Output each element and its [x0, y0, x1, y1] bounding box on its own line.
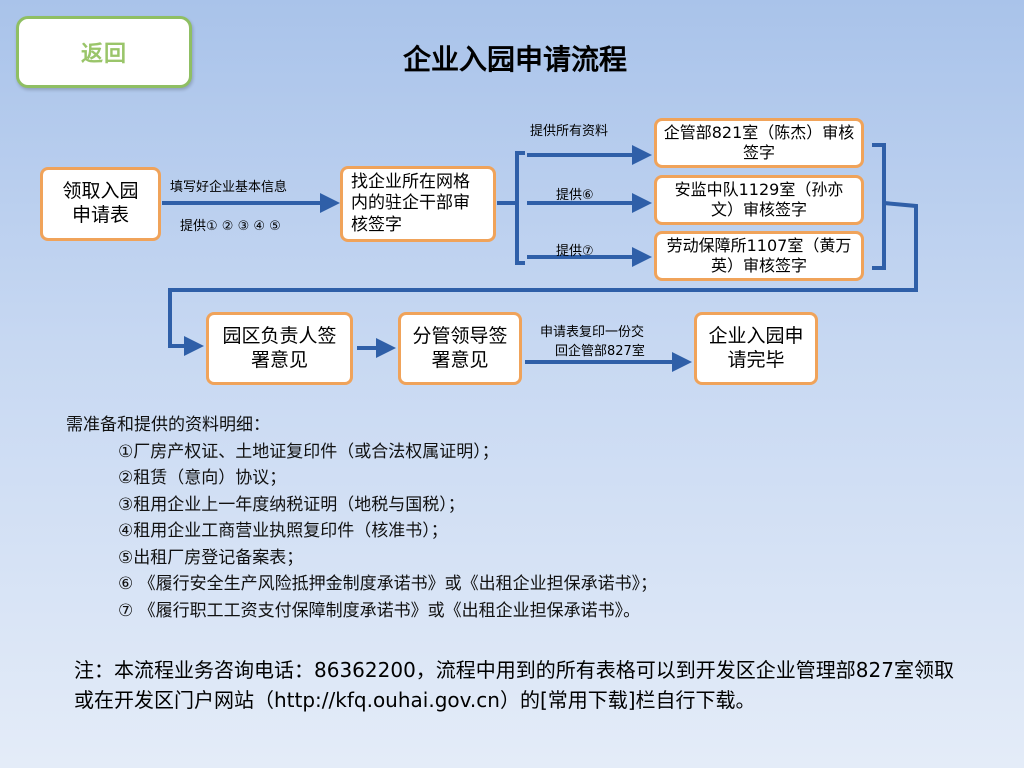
materials-notes: 需准备和提供的资料明细： ①厂房产权证、土地证复印件（或合法权属证明）； ②租赁…	[66, 412, 657, 624]
edge-label-fill-info: 填写好企业基本信息	[170, 180, 288, 195]
node-labor-office-label: 劳动保障所1107室（黄万英）审核签字	[666, 236, 852, 275]
node-get-form-label: 领取入园申请表	[62, 180, 139, 226]
node-deputy-leader-label: 分管领导签署意见	[412, 324, 508, 371]
node-mgmt-dept-label: 企管部821室（陈杰）审核签字	[663, 123, 855, 162]
edge-label-provide-all: 提供所有资料	[530, 124, 609, 139]
note-item: ②租赁（意向）协议；	[118, 468, 287, 488]
edge-label-provide-7: 提供⑦	[556, 244, 594, 259]
return-path	[168, 201, 918, 356]
page-title: 企业入园申请流程	[402, 43, 627, 76]
note-item: ⑦ 《履行职工工资支付保障制度承诺书》或《出租企业担保承诺书》。	[118, 600, 641, 621]
footer-note: 注：本流程业务咨询电话：86362200，流程中用到的所有表格可以到开发区企业管…	[74, 658, 954, 712]
right-bracket	[872, 143, 886, 270]
edge-label-copy-return-2: 回企管部827室	[555, 344, 645, 359]
node-resident-cadre-label: 找企业所在网格内的驻企干部审核签字	[351, 172, 470, 235]
node-safety-team: 安监中队1129室（孙亦文）审核签字	[654, 175, 864, 225]
node-resident-cadre: 找企业所在网格内的驻企干部审核签字	[340, 166, 496, 242]
note-item: ⑥ 《履行安全生产风险抵押金制度承诺书》或《出租企业担保承诺书》；	[118, 574, 658, 594]
left-bracket	[515, 151, 525, 265]
node-get-form: 领取入园申请表	[40, 167, 161, 241]
note-item: ④租用企业工商营业执照复印件（核准书）；	[118, 521, 448, 541]
node-completed: 企业入园申请完毕	[694, 312, 818, 385]
node-deputy-leader: 分管领导签署意见	[398, 312, 522, 385]
note-item: ①厂房产权证、土地证复印件（或合法权属证明）；	[118, 441, 499, 462]
node-mgmt-dept: 企管部821室（陈杰）审核签字	[654, 118, 864, 168]
node-completed-label: 企业入园申请完毕	[708, 324, 804, 371]
edge-label-copy-return-1: 申请表复印一份交	[540, 325, 645, 340]
notes-heading: 需准备和提供的资料明细：	[66, 415, 270, 435]
back-button[interactable]: 返回	[16, 16, 192, 88]
edge-label-provide-6: 提供⑥	[556, 188, 594, 203]
edge-label-provide-docs: 提供① ② ③ ④ ⑤	[180, 219, 281, 234]
node-park-leader: 园区负责人签署意见	[206, 312, 353, 385]
node-labor-office: 劳动保障所1107室（黄万英）审核签字	[654, 231, 864, 281]
node-park-leader-label: 园区负责人签署意见	[222, 324, 337, 371]
note-item: ③租用企业上一年度纳税证明（地税与国税）；	[118, 494, 465, 515]
note-item: ⑤出租厂房登记备案表；	[118, 547, 304, 568]
node-safety-team-label: 安监中队1129室（孙亦文）审核签字	[674, 180, 844, 219]
